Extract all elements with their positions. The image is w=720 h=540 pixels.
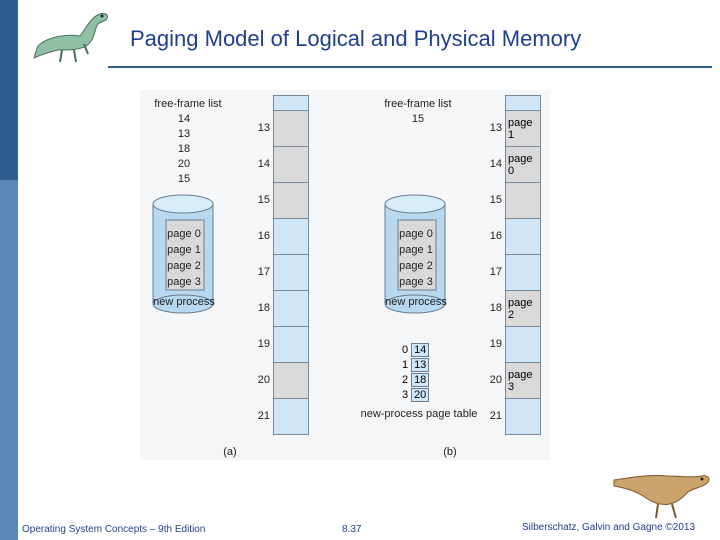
caption-a: (a) [223,446,237,458]
memory-frame-b-18: page 2 [506,290,540,326]
page-table-index: 1 [402,359,409,371]
free-frame-a-1: 13 [177,128,191,140]
frame-number-b-16: 16 [489,230,502,242]
page-table-index: 0 [402,344,409,356]
physical-memory-b: page 1 page 0 page 2 page 3 [505,95,541,435]
memory-frame-b-16 [506,218,540,254]
memory-frame-b-13: page 1 [506,110,540,146]
free-frame-list-title-a: free-frame list [154,98,222,110]
frame-number-b-13: 13 [489,122,502,134]
memory-frame-b-15 [506,182,540,218]
page-table-frame: 20 [411,388,430,402]
frame-number-b-19: 19 [489,338,502,350]
page-table-index: 3 [402,389,409,401]
slide-title: Paging Model of Logical and Physical Mem… [130,26,582,51]
memory-frame-b-14: page 0 [506,146,540,182]
process-page-a-1: page 1 [167,244,201,256]
process-label-a: new process [153,296,215,308]
process-disk-cylinder-a [152,194,214,314]
frame-number-a-16: 16 [257,230,270,242]
memory-frame-a-17 [274,254,308,290]
free-frame-b-0: 15 [411,113,425,125]
process-page-b-0: page 0 [399,228,433,240]
memory-frame-b-17 [506,254,540,290]
frame-number-a-20: 20 [257,374,270,386]
footer-left: Operating System Concepts – 9th Edition [22,524,206,535]
footer-right: Silberschatz, Galvin and Gagne ©2013 [522,522,696,533]
memory-frame-a-13 [274,110,308,146]
page-table-index: 2 [402,374,409,386]
free-frame-a-0: 14 [177,113,191,125]
page-table-frame: 14 [411,343,430,357]
page-table-row-2: 2 18 [402,373,430,387]
frame-number-a-18: 18 [257,302,270,314]
free-frame-list-title-b: free-frame list [384,98,452,110]
dinosaur-logo-icon [33,13,109,63]
frame-number-a-15: 15 [257,194,270,206]
process-page-a-0: page 0 [167,228,201,240]
memory-frame-a-19 [274,326,308,362]
page-table-frame: 18 [411,373,430,387]
frame-number-b-15: 15 [489,194,502,206]
memory-frame-a-20 [274,362,308,398]
paging-diagram: free-frame list 14 13 18 20 15 page 0 pa… [140,90,550,460]
physical-memory-a [273,95,309,435]
frame-number-b-14: 14 [489,158,502,170]
footer-center: 8.37 [342,524,362,535]
process-page-b-1: page 1 [399,244,433,256]
memory-frame-a-18 [274,290,308,326]
slide-sidebar-bottom [0,180,18,540]
frame-number-a-17: 17 [257,266,270,278]
frame-number-a-14: 14 [257,158,270,170]
process-label-b: new process [385,296,447,308]
memory-frame-a-15 [274,182,308,218]
free-frame-a-3: 20 [177,158,191,170]
caption-b: (b) [443,446,457,458]
frame-number-b-18: 18 [489,302,502,314]
page-table-row-1: 1 13 [402,358,430,372]
memory-frame-a-top [274,96,308,110]
free-frame-a-4: 15 [177,173,191,185]
frame-number-b-17: 17 [489,266,502,278]
process-disk-cylinder-b [384,194,446,314]
dinosaur-mascot-icon [613,475,710,519]
frame-number-b-21: 21 [489,410,502,422]
title-underline [108,66,712,68]
memory-frame-b-20: page 3 [506,362,540,398]
frame-number-b-20: 20 [489,374,502,386]
memory-frame-a-21 [274,398,308,434]
memory-frame-a-16 [274,218,308,254]
process-page-a-2: page 2 [167,260,201,272]
memory-frame-b-top [506,96,540,110]
slide-sidebar-top [0,0,18,180]
frame-number-a-21: 21 [257,410,270,422]
free-frame-a-2: 18 [177,143,191,155]
page-table-frame: 13 [411,358,430,372]
memory-frame-b-21 [506,398,540,434]
frame-number-a-13: 13 [257,122,270,134]
process-page-a-3: page 3 [167,276,201,288]
page-table-row-3: 3 20 [402,388,430,402]
memory-frame-b-19 [506,326,540,362]
process-page-b-2: page 2 [399,260,433,272]
memory-frame-a-14 [274,146,308,182]
frame-number-a-19: 19 [257,338,270,350]
process-page-b-3: page 3 [399,276,433,288]
page-table-title: new-process page table [360,408,478,420]
page-table-row-0: 0 14 [402,343,430,357]
